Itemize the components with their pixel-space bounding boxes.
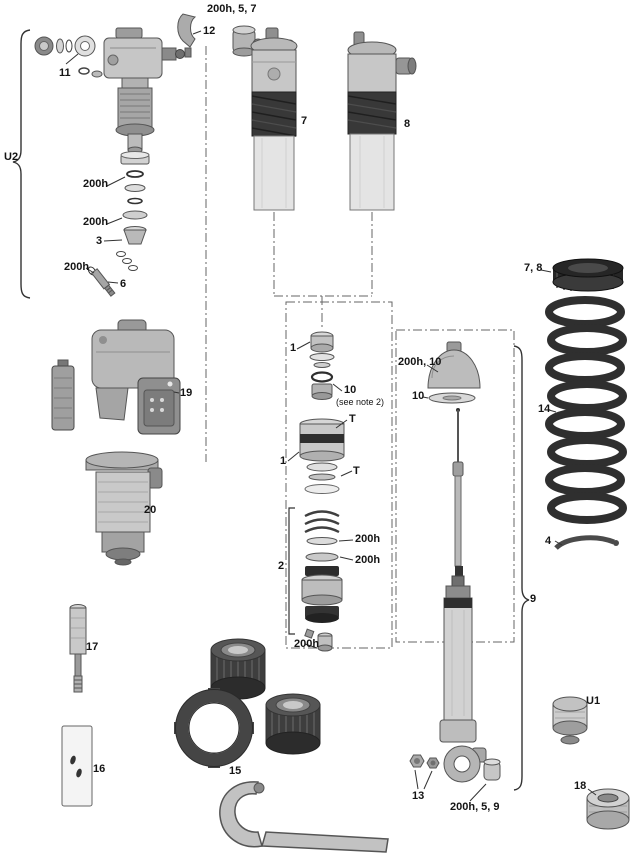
label-t1: T bbox=[349, 413, 356, 425]
label-1b: 1 bbox=[280, 455, 287, 467]
lock-ring bbox=[174, 688, 254, 768]
remote-damper-assembly bbox=[103, 27, 185, 154]
label-7-8: 7, 8 bbox=[524, 262, 543, 274]
label-200h-b: 200h bbox=[83, 216, 109, 228]
label-20: 20 bbox=[144, 504, 157, 516]
label-200h-a: 200h bbox=[83, 178, 109, 190]
seal-stack-parts-3-6 bbox=[87, 151, 150, 297]
label-200h-c: 200h bbox=[64, 261, 90, 273]
bushing-u1 bbox=[552, 696, 588, 745]
battery-pack bbox=[51, 359, 75, 431]
shock-body-7 bbox=[250, 27, 298, 211]
part-200h-5-7-bumper bbox=[232, 25, 256, 57]
remote-motor-19 bbox=[91, 319, 181, 435]
label-u1: U1 bbox=[586, 695, 601, 707]
label-200h-5-9: 200h, 5, 9 bbox=[450, 801, 500, 813]
label-u2: U2 bbox=[4, 151, 19, 163]
label-4: 4 bbox=[545, 535, 552, 547]
bushing-18 bbox=[586, 788, 630, 830]
label-19: 19 bbox=[180, 387, 193, 399]
spring-clip-4 bbox=[554, 535, 619, 550]
spring-collar-7-8 bbox=[552, 258, 624, 292]
knurled-collar-b bbox=[265, 693, 321, 755]
actuator-assembly-20 bbox=[85, 451, 163, 566]
label-3: 3 bbox=[96, 235, 103, 247]
label-1a: 1 bbox=[290, 342, 297, 354]
damper-shaft-assembly bbox=[439, 408, 487, 783]
label-7: 7 bbox=[301, 115, 308, 127]
label-8: 8 bbox=[404, 118, 411, 130]
label-13: 13 bbox=[412, 790, 425, 802]
label-see-note-2: (see note 2) bbox=[336, 397, 385, 407]
label-200h-d: 200h bbox=[355, 533, 381, 545]
label-16: 16 bbox=[93, 763, 106, 775]
leader-lines bbox=[65, 30, 597, 802]
assembly-centerlines bbox=[205, 46, 515, 649]
label-2: 2 bbox=[278, 560, 285, 572]
eyelet-hardware-200h-5-9 bbox=[483, 758, 501, 781]
label-6: 6 bbox=[120, 278, 127, 290]
label-12: 12 bbox=[203, 25, 216, 37]
spanner-wrench bbox=[219, 781, 389, 853]
label-18: 18 bbox=[574, 780, 587, 792]
volume-spacer-16 bbox=[61, 725, 93, 807]
coil-spring-14 bbox=[545, 296, 627, 524]
label-14: 14 bbox=[538, 403, 551, 415]
label-200h-f: 200h bbox=[294, 638, 320, 650]
valve-adapter-17 bbox=[69, 604, 87, 693]
label-200h-5-7: 200h, 5, 7 bbox=[207, 3, 257, 15]
label-9: 9 bbox=[530, 593, 537, 605]
mounting-nuts-13 bbox=[409, 754, 440, 769]
label-17: 17 bbox=[86, 641, 99, 653]
label-15: 15 bbox=[229, 765, 242, 777]
label-200h-10: 200h, 10 bbox=[398, 356, 442, 368]
part-12-clamp bbox=[177, 13, 197, 58]
label-200h-e: 200h bbox=[355, 554, 381, 566]
label-10b: 10 bbox=[412, 390, 425, 402]
part-9-bracket bbox=[513, 345, 530, 791]
air-can-internals-stack bbox=[299, 331, 345, 652]
bottom-out-bumper bbox=[427, 341, 481, 404]
label-11: 11 bbox=[59, 67, 71, 79]
label-10a: 10 bbox=[344, 384, 357, 396]
knurled-collar-a bbox=[210, 638, 266, 700]
u2-bracket bbox=[12, 29, 31, 299]
part-11-seal-kit bbox=[34, 35, 103, 78]
label-t2: T bbox=[353, 465, 360, 477]
shock-body-8 bbox=[347, 31, 417, 211]
